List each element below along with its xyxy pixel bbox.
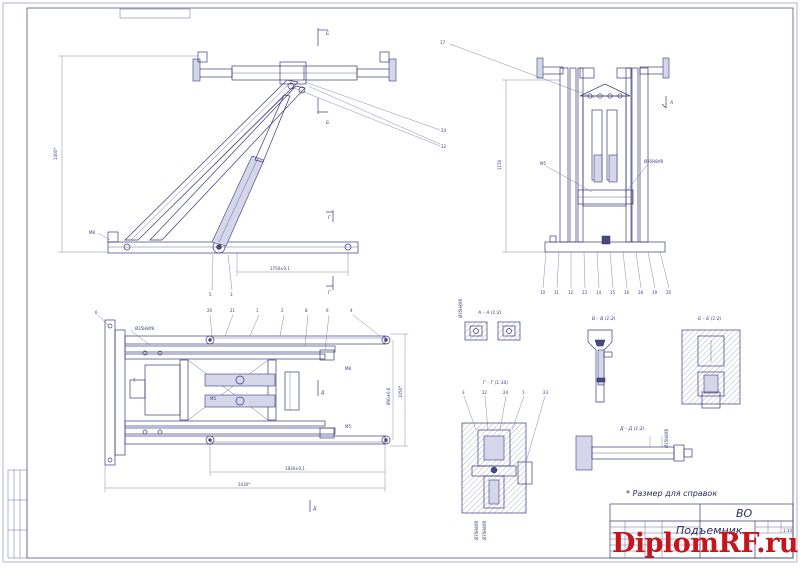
part-23-g: 23	[543, 390, 549, 395]
part-24-g: 24	[503, 390, 509, 395]
inner-frame	[26, 7, 794, 559]
drawing-scale: 1:10	[783, 528, 792, 533]
section-v-v: В – В (1:2)	[587, 316, 616, 403]
section-label-g-bottom: Г	[328, 290, 331, 296]
plan-rail-top	[124, 335, 386, 345]
part-16: 16	[624, 290, 630, 295]
dim-front-height: 1150	[497, 159, 502, 170]
dim-side-height: 1400*	[53, 148, 58, 160]
part-9-plan: 9	[326, 308, 329, 313]
drawing-code: ВО	[736, 507, 753, 520]
part-1-g: 1	[522, 390, 525, 395]
part-2-plan: 2	[281, 308, 284, 313]
part-20-plan: 20	[207, 308, 213, 313]
part-18: 18	[638, 290, 644, 295]
arm-front	[124, 79, 299, 241]
left-stamp	[7, 469, 28, 559]
part-12: 12	[568, 290, 574, 295]
section-d-d-title: Д – Д (1:2)	[619, 426, 645, 432]
front-column-left	[559, 67, 569, 243]
callout-fit-a: Ø35H8/f8	[458, 298, 463, 318]
callout-fit-g1: Ø35H8/f8	[474, 520, 479, 540]
callout-fit-plan: Ø35H8/f8	[135, 326, 155, 331]
section-g-g: Г – Г (1:10) 3 22 24 1 23 Ø35H8/f8 Ø35H8…	[461, 380, 549, 540]
callout-fit-front: Ø35H8/f8	[644, 159, 664, 164]
dim-plan-span: 1830±0,1	[285, 466, 305, 471]
section-label-d-bottom: Д	[312, 506, 317, 512]
section-label-g-top: Г	[328, 215, 331, 221]
part-22-g: 22	[482, 390, 488, 395]
plan-cylinder-1	[204, 373, 276, 387]
part-5: 5	[209, 292, 212, 297]
part-3-g: 3	[462, 390, 465, 395]
part-14: 14	[596, 290, 602, 295]
part-20: 20	[666, 290, 672, 295]
title-block: ВО Подъемник 1:10	[609, 503, 794, 559]
callout-m5-front: M5	[540, 161, 546, 166]
part-4-plan: 4	[350, 308, 353, 313]
section-label-b-bottom: Б	[326, 120, 329, 126]
dim-plan-length: 2430*	[238, 482, 250, 487]
dim-side-length: 1750±0,1	[270, 266, 290, 271]
section-b-b-title: Б – Б (1:2)	[698, 316, 722, 322]
part-19: 19	[652, 290, 658, 295]
section-label-b-top: Б	[326, 31, 329, 37]
part-15: 15	[610, 290, 616, 295]
section-d-d: Д – Д (1:2) Ø35H8/f8	[575, 426, 693, 471]
section-a-a-title: А – А (1:2)	[477, 310, 502, 316]
plan-end-plate	[104, 319, 116, 466]
dim-plan-width-b: 890±0,6	[386, 387, 391, 405]
part-21-plan: 21	[230, 308, 236, 313]
callout-m8-side: M8	[89, 230, 95, 235]
part-22-side: 22	[441, 144, 447, 149]
front-view: А 1150 17 M5 Ø35H8/f8 10 11 12 13 14 15 …	[440, 40, 673, 295]
section-v-v-title: В – В (1:2)	[592, 316, 616, 322]
section-label-d-mid: Д	[320, 390, 325, 396]
side-view: Б Б Г Г 1400* 1750±0,1 5 3 M8 24 22	[53, 28, 447, 297]
part-8-plan: 8	[305, 308, 308, 313]
section-g-g-title: Г – Г (1:10)	[483, 380, 508, 386]
reference-note: * Размер для справок	[626, 489, 717, 498]
dim-plan-width-a: 1050*	[398, 386, 403, 398]
drawing-title: Подъемник	[676, 524, 743, 537]
top-stamp	[119, 8, 191, 19]
part-7-plan: 7	[133, 378, 136, 383]
callout-fit-d: Ø35H8/f8	[664, 428, 669, 448]
front-cylinder-right	[608, 154, 618, 183]
view-arrow-a: А	[669, 100, 673, 106]
part-10: 10	[540, 290, 546, 295]
callout-m8-plan: M8	[345, 366, 351, 371]
callout-m5-plan-cyl: M5	[210, 396, 216, 401]
callout-fit-g2: Ø35H8/f8	[482, 520, 487, 540]
cylinder-rod	[254, 94, 291, 163]
part-13: 13	[582, 290, 588, 295]
base-beam	[107, 241, 359, 254]
front-column-right	[639, 67, 649, 243]
front-cylinder-left	[593, 154, 603, 183]
section-b-b: Б – Б (1:2)	[681, 316, 741, 409]
part-1-plan: 1	[256, 308, 259, 313]
section-a-a: А – А (1:2) Ø35H8/f8	[458, 298, 521, 341]
plan-rail-bottom	[124, 435, 386, 445]
part-11: 11	[554, 290, 560, 295]
part-17-front: 17	[440, 40, 446, 45]
plan-cylinder-2	[204, 394, 276, 408]
arm-rear	[149, 85, 306, 241]
part-3: 3	[230, 292, 233, 297]
watermark-logo: DiplomRF.ru	[612, 528, 799, 559]
part-6: 6	[95, 310, 98, 315]
part-24-side: 24	[441, 128, 447, 133]
callout-m5-plan: M5	[345, 424, 351, 429]
plan-view: Д Д 2430* 1830±0,1 1050* 890±0,6 Ø35H8/f…	[95, 308, 408, 512]
